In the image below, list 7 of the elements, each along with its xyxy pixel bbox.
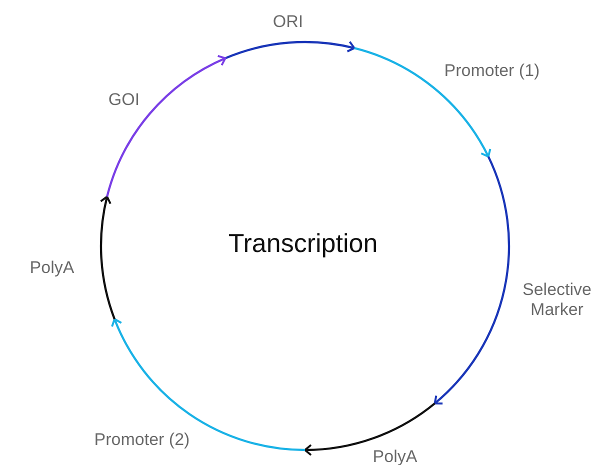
segment-label: Promoter (2) — [94, 430, 190, 450]
center-title: Transcription — [228, 228, 378, 258]
segment-label: Promoter (1) — [444, 61, 540, 81]
segment-label: PolyA — [30, 258, 74, 278]
segment-label: Selective Marker — [522, 280, 592, 320]
segment-label: ORI — [272, 12, 304, 32]
segment-label: GOI — [108, 90, 140, 110]
